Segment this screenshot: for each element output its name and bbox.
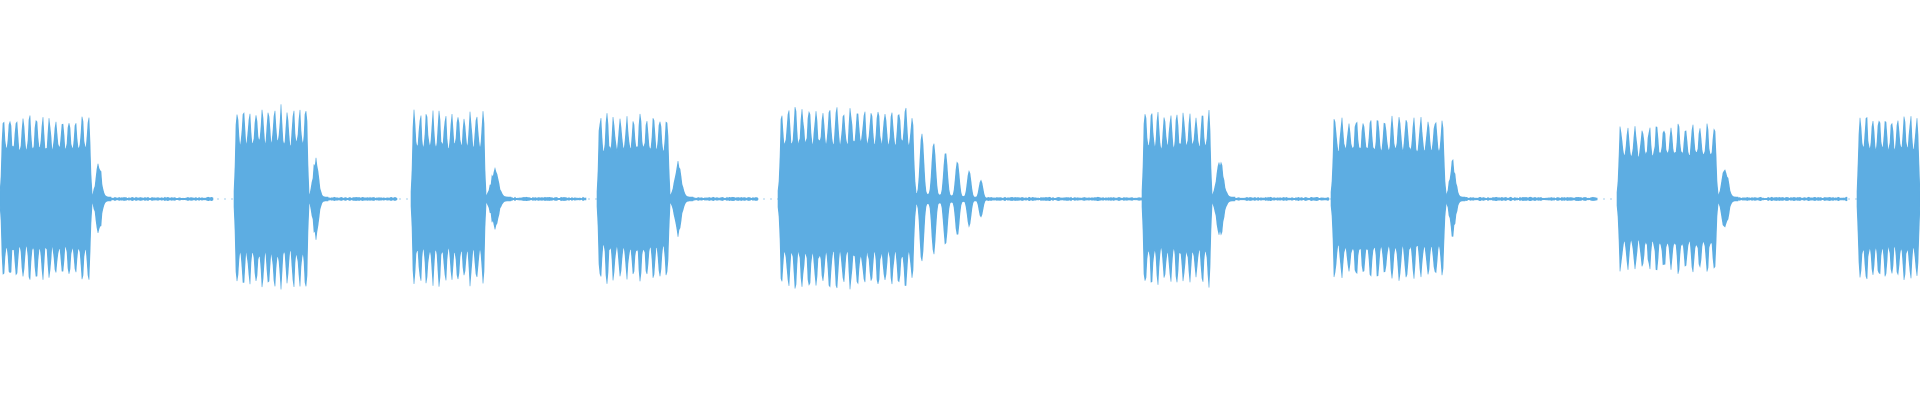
waveform-segment-decay	[915, 133, 988, 262]
waveform-segment-burst	[0, 115, 93, 280]
waveform-segment-tail	[669, 161, 694, 237]
waveform-group	[0, 104, 1920, 290]
waveform-segment-noise	[986, 196, 1143, 202]
waveform-segment-tail	[308, 157, 329, 240]
waveform-segment-tail	[91, 163, 112, 233]
waveform-segment-noise	[1234, 196, 1330, 202]
waveform-segment-noise	[510, 196, 587, 202]
waveform-segment-burst	[1141, 109, 1213, 288]
waveform-segment-noise	[1464, 196, 1598, 202]
waveform-segment-noise	[692, 196, 759, 202]
waveform-segment-burst	[410, 109, 487, 287]
waveform-segment-tail	[1445, 159, 1466, 237]
waveform-segment-noise	[1737, 196, 1848, 202]
waveform-segment-burst	[1330, 115, 1447, 281]
waveform-segment-tail	[1211, 161, 1236, 236]
waveform-segment-burst	[1856, 116, 1920, 281]
waveform-segment-tail	[1717, 169, 1739, 228]
waveform-segment-noise	[110, 196, 214, 202]
waveform-segment-burst	[233, 104, 310, 290]
waveform-segment-burst	[596, 113, 671, 284]
waveform-segment-burst	[1616, 123, 1719, 274]
waveform-segment-burst	[777, 107, 917, 290]
waveform-segment-noise	[327, 196, 398, 202]
waveform-segment-tail	[485, 167, 512, 230]
